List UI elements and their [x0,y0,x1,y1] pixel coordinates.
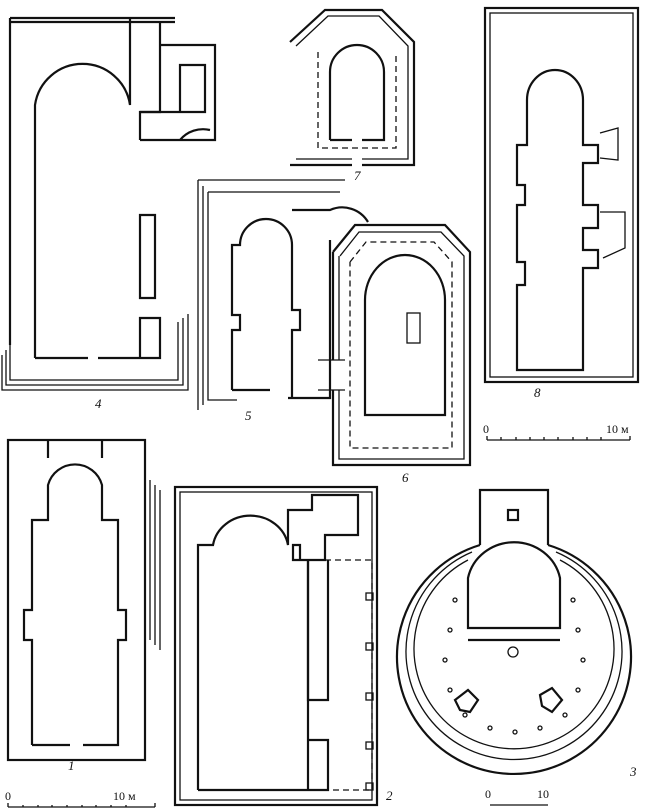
plan-5: 5 [197,179,369,423]
plan-8: 8 [483,6,640,400]
plan-2: 2 [173,485,393,807]
plan-8-label: 8 [534,385,541,400]
scale-bar-bottom-left: 0 10 м [5,789,156,808]
plan-1: 1 [6,438,161,773]
plan-6: 6 [318,223,472,485]
plan-5-label: 5 [245,408,252,423]
plan-3: 3 [395,488,637,779]
plan-3-label: 3 [629,764,637,779]
plan-1-label: 1 [68,758,75,773]
scale-start: 0 [485,787,491,801]
plan-7: 7 [289,8,416,183]
scale-start: 0 [483,422,489,436]
scale-bar-top-right: 0 10 м [483,422,631,441]
scale-end: 10 м [606,422,629,436]
plan-4-label: 4 [95,396,102,411]
plan-7-label: 7 [354,168,361,183]
plan-6-label: 6 [402,470,409,485]
scale-end: 10 [537,787,549,801]
plan-4: 4 [1,16,217,411]
scale-end: 10 м [113,789,136,803]
plan-2-label: 2 [386,788,393,803]
scale-bar-bottom-right: 0 10 [485,787,549,806]
scale-start: 0 [5,789,11,803]
